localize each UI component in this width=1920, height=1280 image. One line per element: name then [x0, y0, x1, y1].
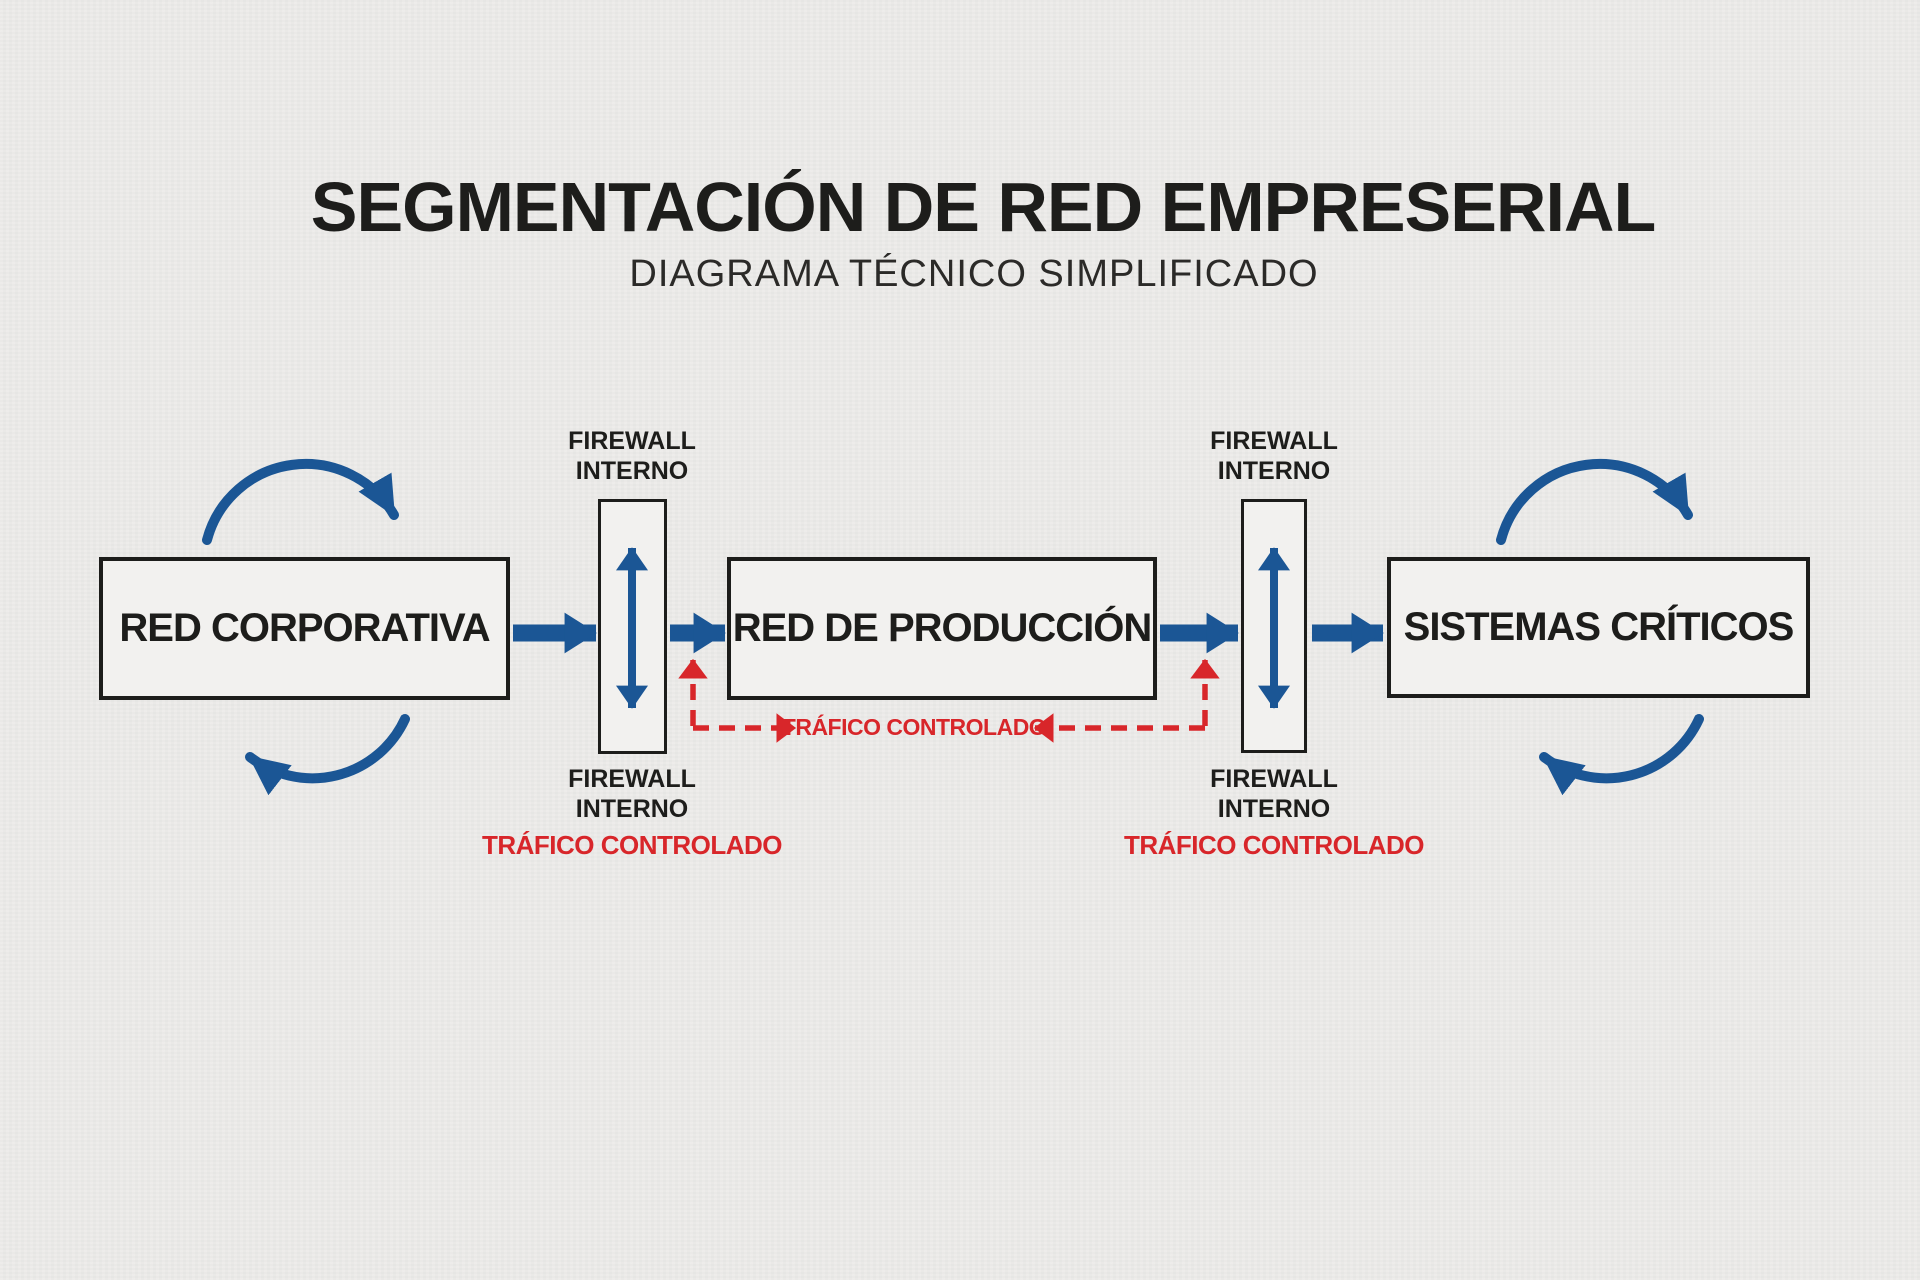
node-production-network: RED DE PRODUCCIÓN	[727, 557, 1157, 700]
controlled-traffic-label-center: TRÁFICO CONTROLADO	[781, 714, 1047, 740]
firewall-right-box	[1241, 499, 1307, 753]
cycle-arrow-critical-top-icon	[1496, 458, 1693, 545]
node-corporate-network: RED CORPORATIVA	[99, 557, 510, 700]
node-production-label: RED DE PRODUCCIÓN	[732, 606, 1153, 650]
firewall-left-box	[598, 499, 667, 754]
controlled-traffic-label-left: TRÁFICO CONTROLADO	[481, 830, 783, 860]
firewall-left-bottom-label: FIREWALL INTERNO	[568, 765, 696, 823]
page-subtitle: DIAGRAMA TÉCNICO SIMPLIFICADO	[629, 253, 1319, 295]
firewall-right-top-label: FIREWALL INTERNO	[1210, 427, 1338, 485]
cycle-arrow-critical-bottom-icon	[1539, 714, 1704, 796]
firewall-right-bottom-label: FIREWALL INTERNO	[1210, 765, 1338, 823]
node-corporate-label: RED CORPORATIVA	[119, 606, 490, 650]
page-title: SEGMENTACIÓN DE RED EMPRESERIAL	[310, 168, 1657, 246]
cycle-arrow-corporate-bottom-icon	[245, 714, 410, 796]
cycle-arrow-corporate-top-icon	[202, 458, 399, 545]
node-critical-label: SISTEMAS CRÍTICOS	[1403, 605, 1795, 649]
controlled-traffic-label-right: TRÁFICO CONTROLADO	[1123, 830, 1425, 860]
node-critical-systems: SISTEMAS CRÍTICOS	[1387, 557, 1810, 698]
firewall-left-top-label: FIREWALL INTERNO	[568, 427, 696, 485]
